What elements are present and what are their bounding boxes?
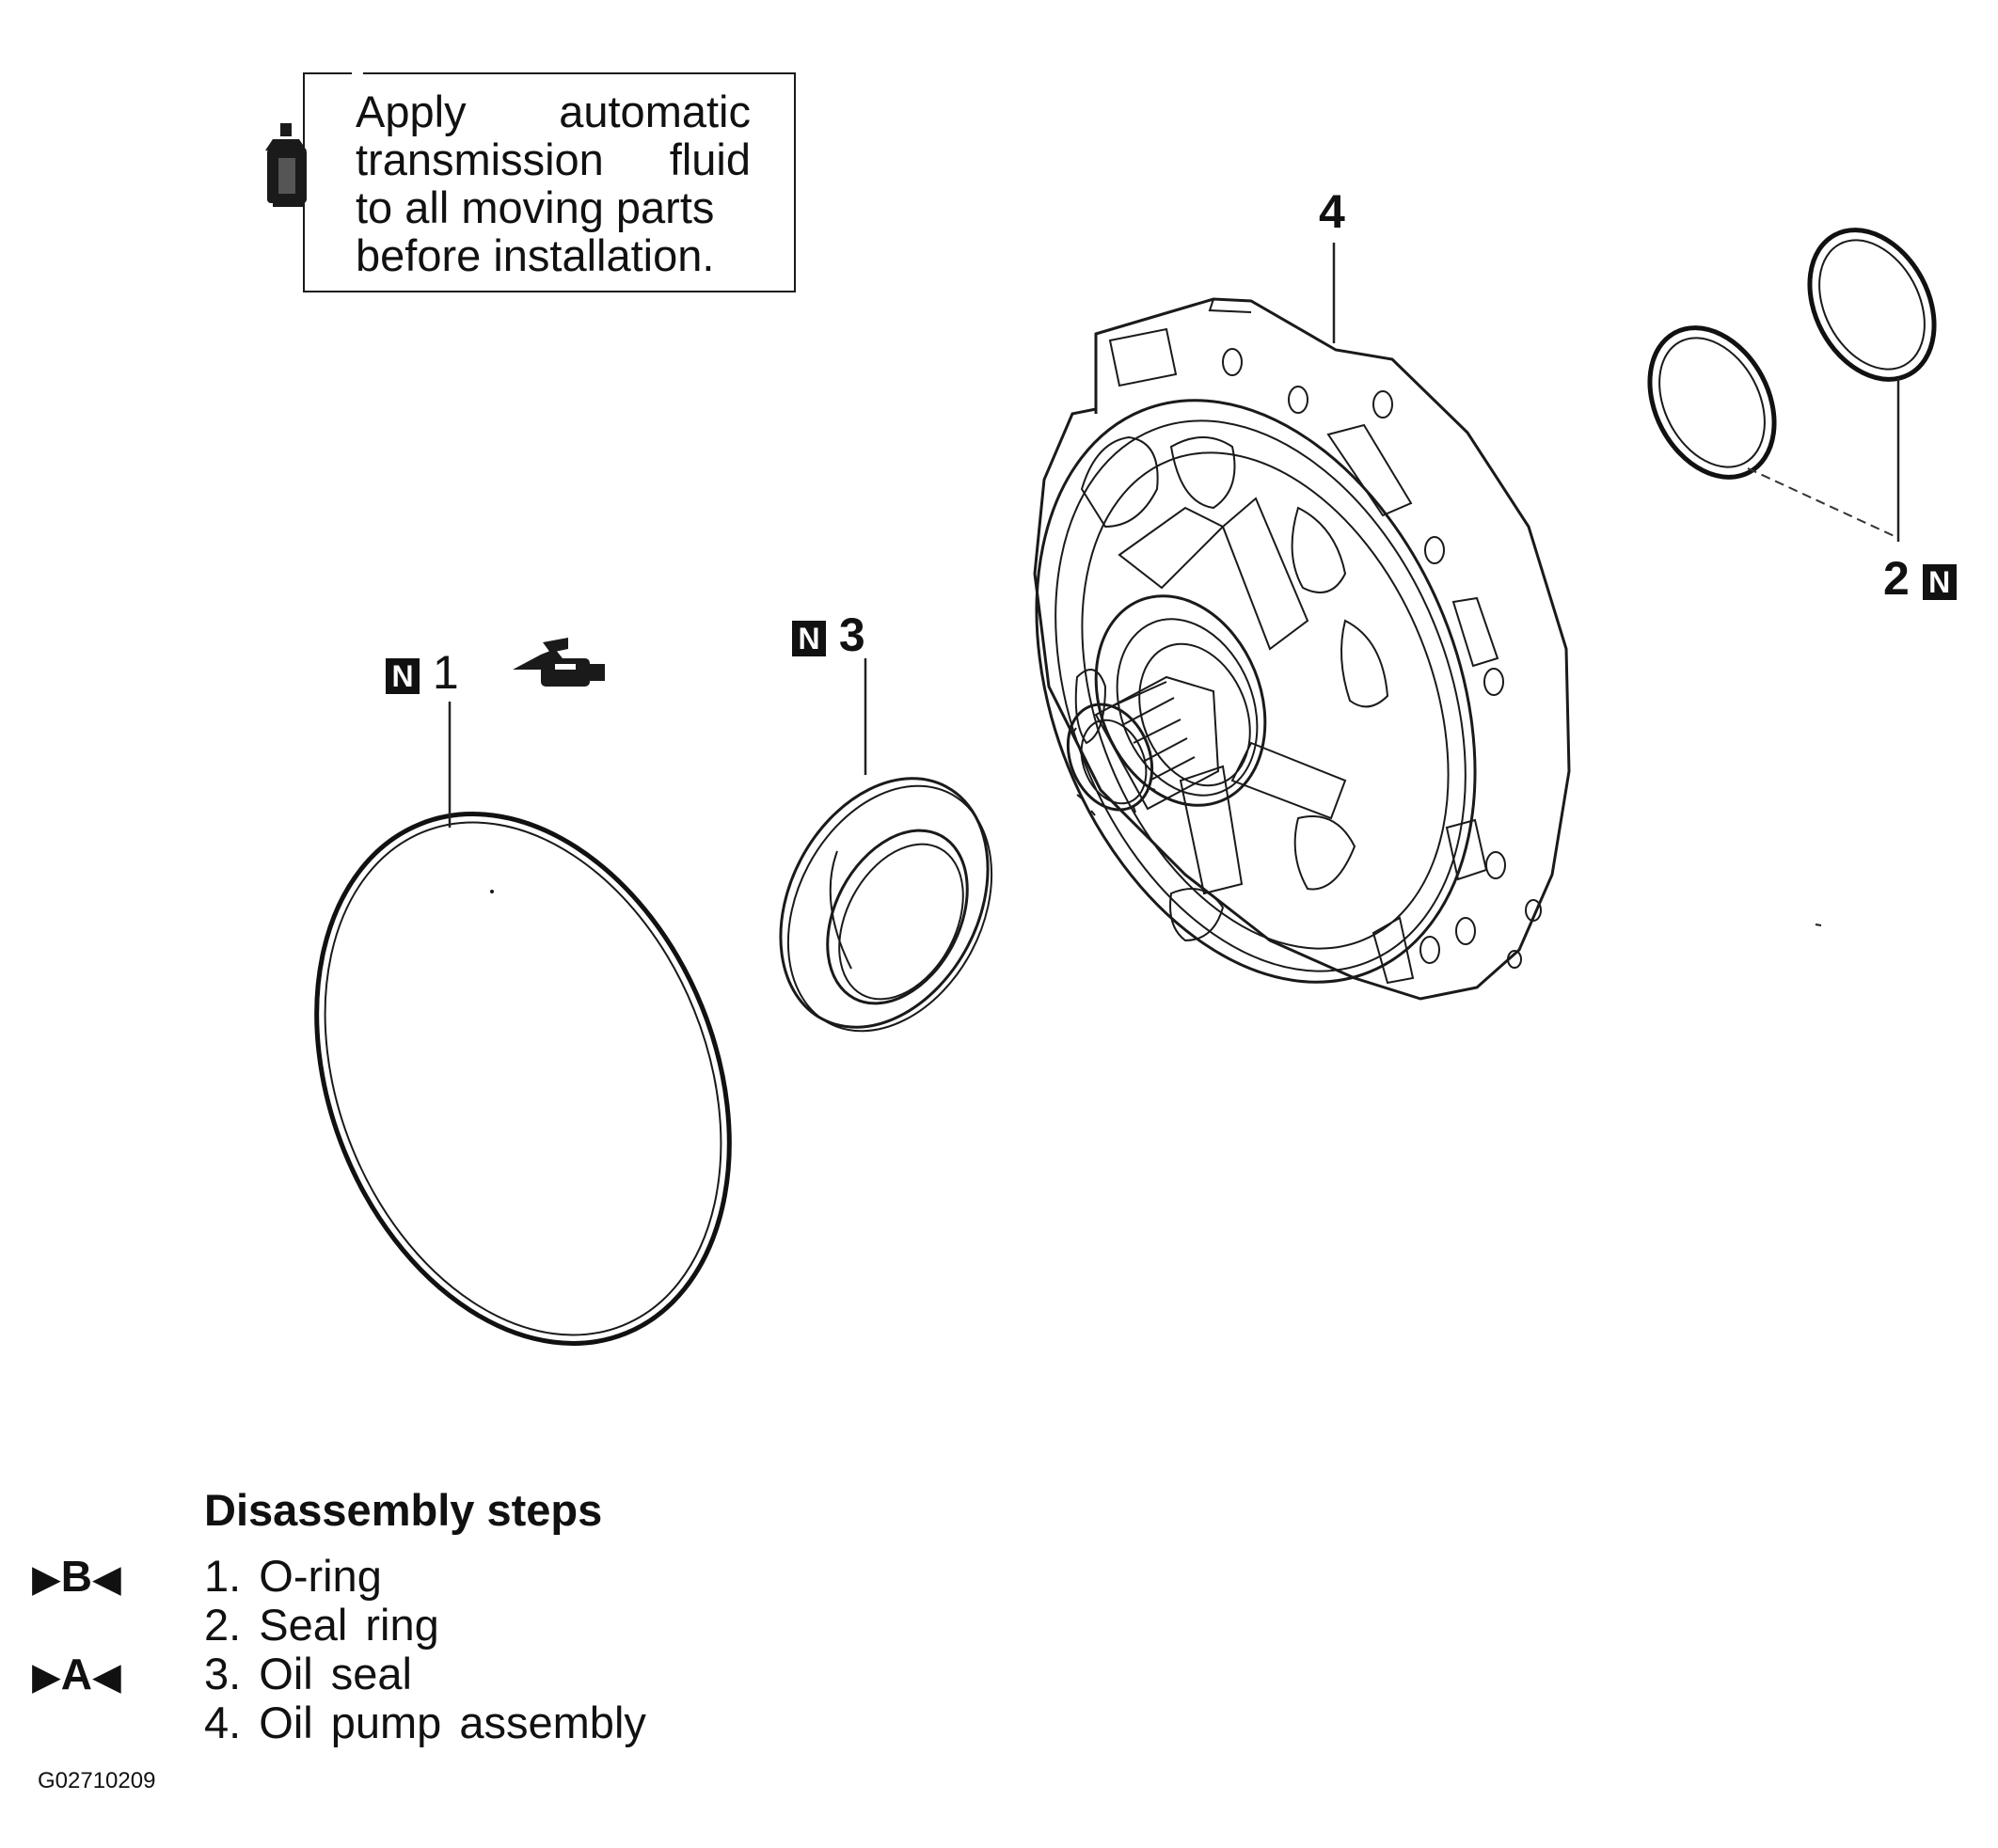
step-marker-a: ▶A◀ [32,1650,121,1701]
new-part-badge: N [792,620,826,656]
callout-part-3: N 3 [792,611,865,658]
right-arrow-icon: ▶ [32,1558,61,1600]
oil-seal-part-3 [779,777,993,1033]
callout-number: 1 [432,646,459,699]
step-item: 3. Oil seal [204,1649,412,1698]
right-arrow-icon: ▶ [32,1656,61,1698]
step-item: 1. O-ring [204,1551,382,1601]
figure-code: G02710209 [38,1768,156,1793]
callout-part-1: N 1 [386,649,459,696]
o-ring-part-1 [314,812,732,1346]
callout-number: 3 [838,608,865,661]
seal-rings-part-2 [1647,228,1937,480]
step-item: 2. Seal ring [204,1600,439,1650]
note-box-gap [352,71,363,78]
left-arrow-icon: ◀ [92,1558,121,1600]
callout-part-2: 2 N [1883,555,1957,602]
note-text: Apply automatic transmission fluid to al… [356,87,751,279]
step-item: 4. Oil pump assembly [204,1698,646,1747]
left-arrow-icon: ◀ [92,1656,121,1698]
marker-letter: A [60,1650,92,1698]
callout-number: 2 [1883,552,1910,605]
callout-part-4: 4 [1319,188,1345,235]
step-marker-b: ▶B◀ [32,1552,121,1603]
leader-line-part-2 [1747,467,1899,539]
note-line-4: before installation. [356,230,715,280]
new-part-badge: N [386,657,420,694]
marker-letter: B [60,1552,92,1601]
note-box: Apply automatic transmission fluid to al… [303,71,796,292]
callout-number: 4 [1319,185,1345,238]
note-line-1: Apply automatic [356,87,751,136]
oil-can-icon [265,123,307,207]
atf-oil-can-icon [513,638,605,687]
note-line-3: to all moving parts [356,182,715,232]
note-line-2: transmission fluid [356,134,751,184]
steps-title: Disassembly steps [204,1485,603,1535]
steps-list: 1. O-ring 2. Seal ring 3. Oil seal 4. Oi… [204,1552,646,1747]
oil-pump-assembly-part-4 [1033,297,1571,1001]
new-part-badge: N [1922,563,1957,600]
scan-speck [1815,924,1822,926]
